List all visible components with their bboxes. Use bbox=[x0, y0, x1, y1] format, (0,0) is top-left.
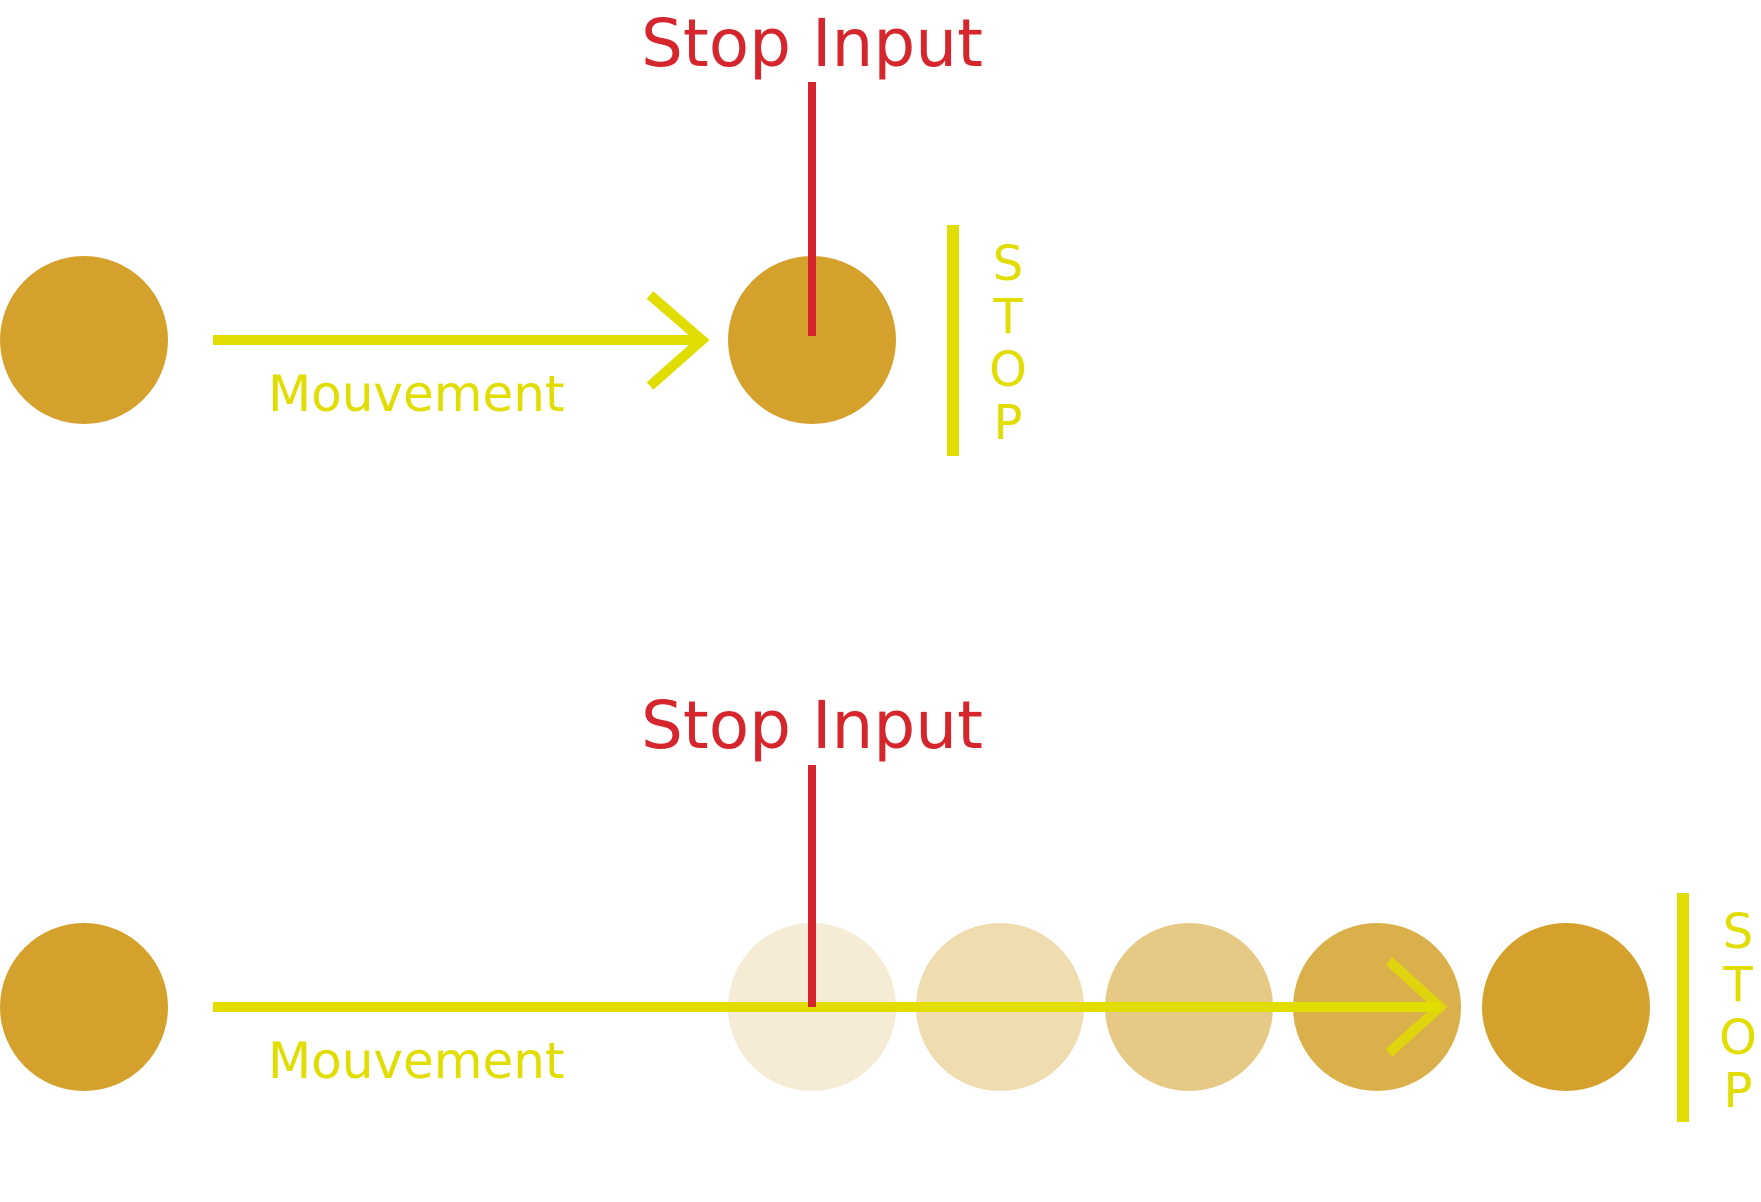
start-ball bbox=[0, 256, 168, 424]
scenario-bottom: Stop Input Mouvement S T O P bbox=[0, 687, 1757, 1122]
end-ball bbox=[1482, 923, 1650, 1091]
movement-arrow-head bbox=[1385, 957, 1448, 1057]
stop-letter-p: P bbox=[1724, 1063, 1753, 1119]
stop-letter-s: S bbox=[1723, 904, 1753, 960]
stop-letter-s: S bbox=[993, 236, 1023, 292]
stop-letter-p: P bbox=[994, 395, 1023, 451]
stop-letter-t: T bbox=[992, 289, 1023, 345]
stop-letter-o: O bbox=[989, 342, 1027, 398]
stop-input-label: Stop Input bbox=[641, 5, 983, 82]
stop-letter-t: T bbox=[1722, 957, 1753, 1013]
end-ball bbox=[728, 256, 896, 424]
movement-label: Mouvement bbox=[268, 1032, 565, 1090]
stop-letter-o: O bbox=[1719, 1010, 1757, 1066]
movement-label: Mouvement bbox=[268, 365, 565, 423]
scenario-top: Stop Input Mouvement S T O P bbox=[0, 5, 1027, 456]
stop-input-label: Stop Input bbox=[641, 687, 983, 764]
start-ball bbox=[0, 923, 168, 1091]
movement-arrow-head bbox=[646, 291, 710, 390]
